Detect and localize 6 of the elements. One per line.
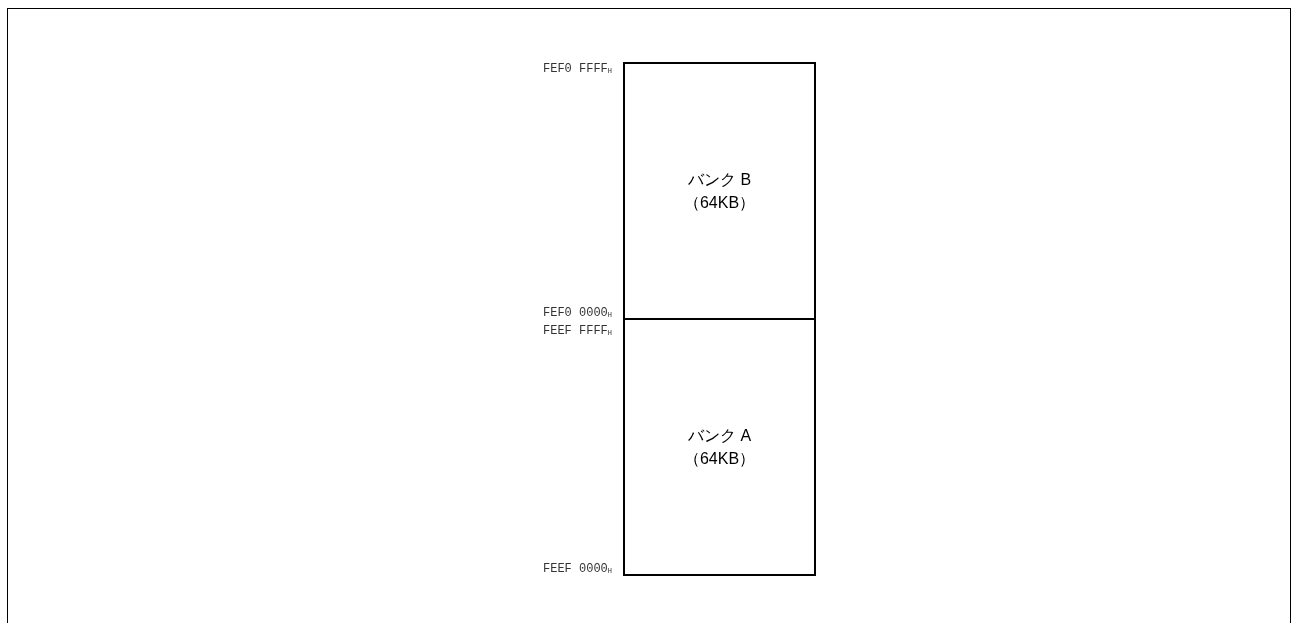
bank-label: バンク A [687, 426, 752, 446]
bank-label: バンク B [687, 170, 752, 190]
memory-bank-box [623, 62, 816, 320]
memory-bank-box [623, 318, 816, 576]
bank-label: （64KB） [683, 449, 756, 469]
bank-label: （64KB） [683, 193, 756, 213]
